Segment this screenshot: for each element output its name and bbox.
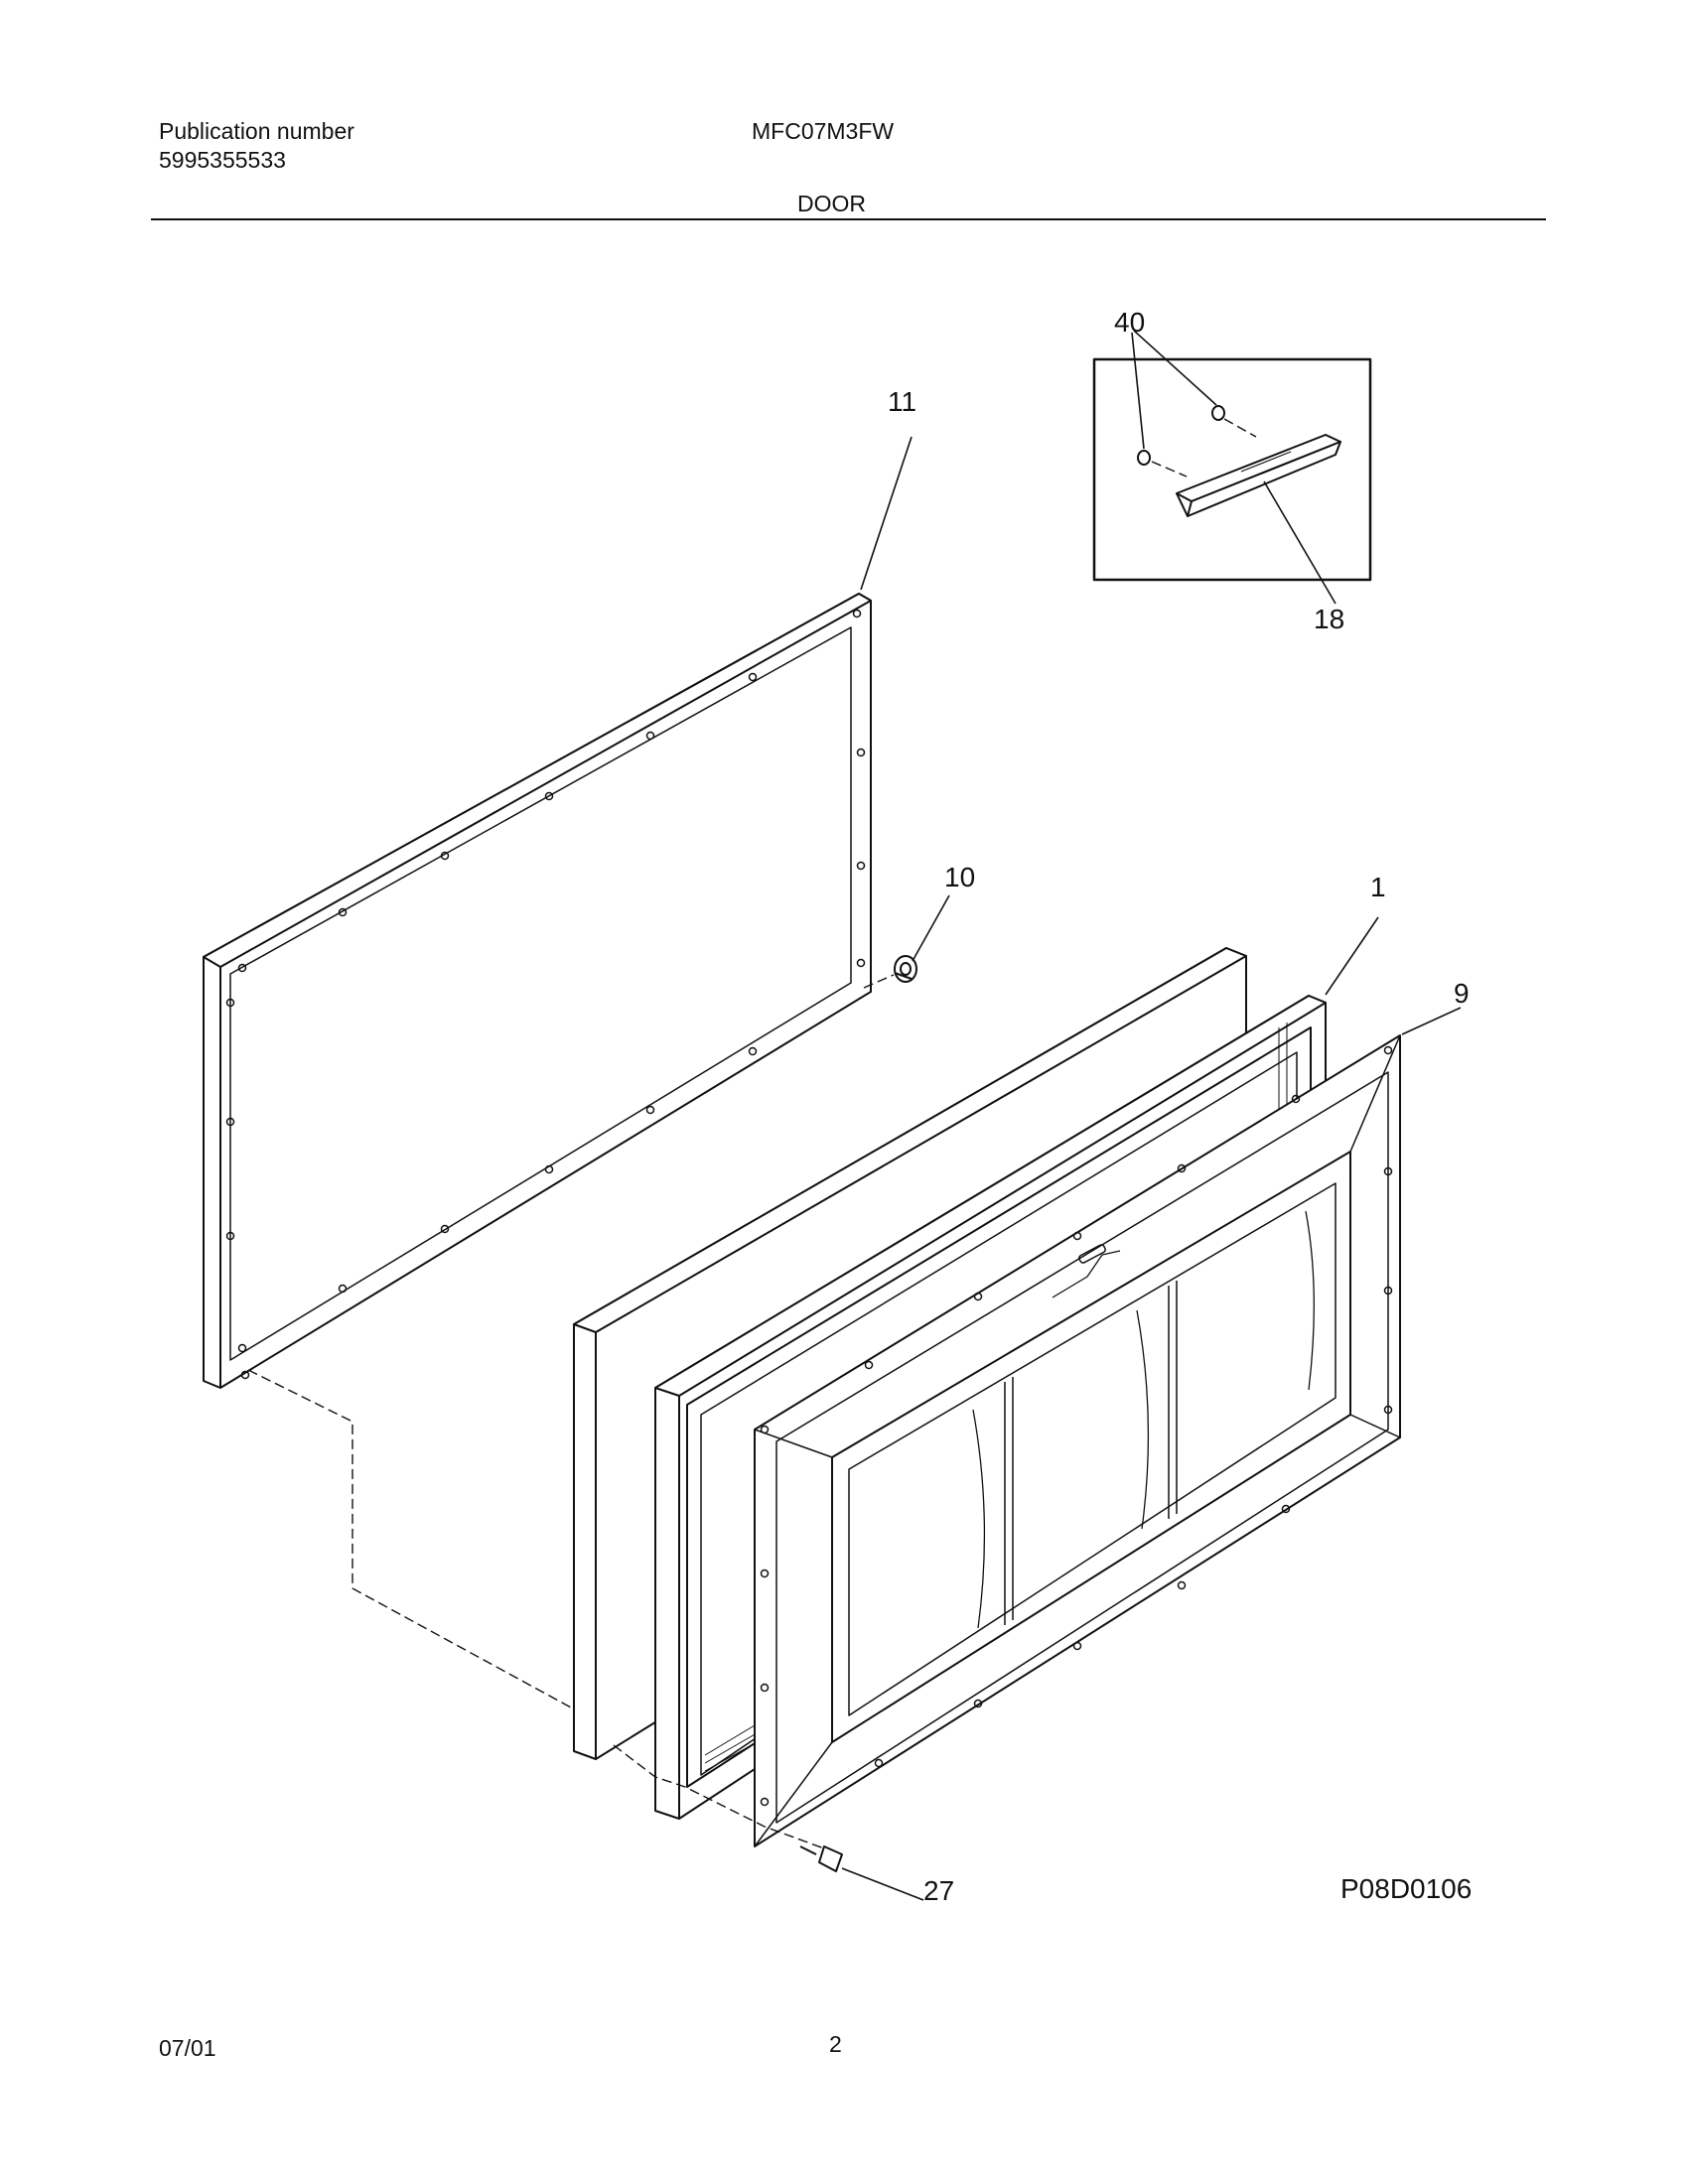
header-divider (151, 218, 1546, 220)
callout-40: 40 (1114, 307, 1145, 338)
leader-40b (1133, 330, 1217, 406)
callout-1: 1 (1370, 872, 1386, 902)
assembly-line-plug-a (1151, 461, 1188, 478)
door-screw (799, 1845, 843, 1872)
door-stop-bumper (894, 955, 917, 983)
leader-10 (912, 894, 950, 962)
assembly-line-bottom (613, 1744, 825, 1849)
callout-9: 9 (1454, 978, 1470, 1009)
footer-date: 07/01 (159, 2035, 216, 2061)
leader-40a (1131, 332, 1145, 450)
handle-inset-box (1092, 357, 1372, 582)
callout-18: 18 (1314, 604, 1344, 634)
publication-label: Publication number (159, 118, 354, 144)
callout-27: 27 (923, 1875, 954, 1906)
callout-11: 11 (888, 386, 916, 417)
section-title: DOOR (797, 191, 866, 216)
assembly-line-bumper (863, 974, 895, 989)
assembly-line-left (247, 1369, 572, 1708)
leader-1 (1325, 916, 1379, 996)
leader-9 (1401, 1007, 1462, 1035)
diagram-code: P08D0106 (1340, 1873, 1472, 1904)
door-outer-panel (754, 1034, 1401, 1847)
assembly-line-plug-b (1223, 418, 1257, 438)
door-liner-panel (203, 593, 872, 1389)
model-number: MFC07M3FW (752, 118, 895, 144)
leader-27 (841, 1867, 924, 1901)
publication-number: 5995355533 (159, 147, 286, 173)
leader-18 (1263, 480, 1336, 605)
callout-10: 10 (944, 862, 975, 892)
leader-11 (860, 436, 913, 591)
page-number: 2 (829, 2031, 842, 2057)
